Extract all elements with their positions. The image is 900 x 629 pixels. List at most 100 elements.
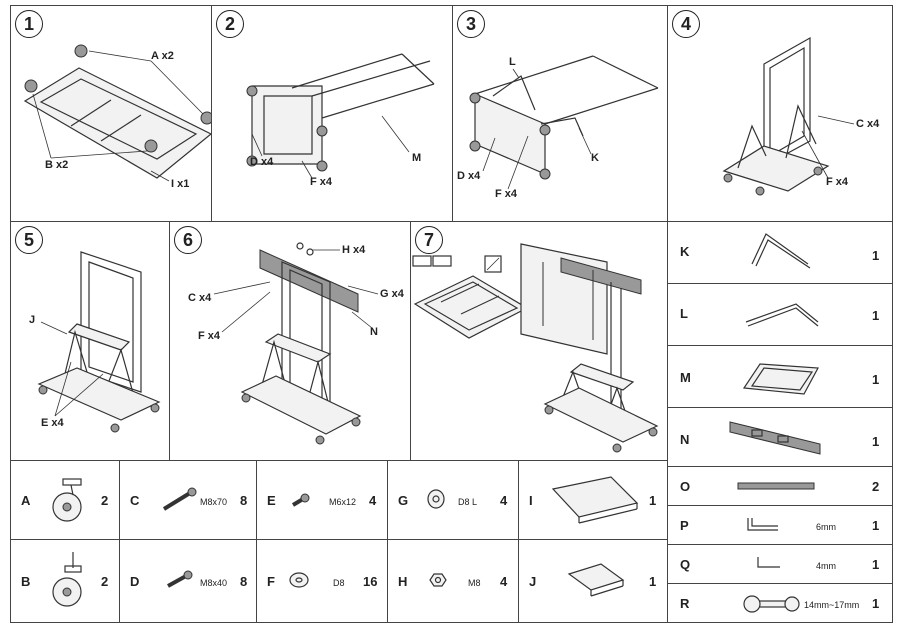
step-6-drawing <box>213 242 379 445</box>
step-2-number: 2 <box>216 10 244 38</box>
step-7-number: 7 <box>415 226 443 254</box>
part-j-qty: 1 <box>649 574 657 589</box>
step-3-callout-k: K <box>591 152 599 164</box>
part-k-qty: 1 <box>872 248 880 263</box>
part-e-size: M6x12 <box>329 497 357 507</box>
part-q-drawing <box>757 557 780 568</box>
step-5-callout-e: E x4 <box>41 417 64 429</box>
step-1-callout-b: B x2 <box>45 159 69 171</box>
part-f-size: D8 <box>333 578 345 588</box>
part-e-drawing <box>291 493 310 507</box>
part-row-l: L 1 <box>667 283 893 346</box>
part-f-drawing <box>289 572 309 588</box>
step-3-callout-f: F x4 <box>495 188 518 200</box>
part-m-qty: 1 <box>872 372 880 387</box>
part-r-size: 14mm~17mm <box>804 600 860 610</box>
part-cell-g: G D8 L 4 <box>387 460 519 540</box>
part-p-letter: P <box>680 518 689 533</box>
part-c-size: M8x70 <box>200 497 228 507</box>
part-l-drawing <box>745 303 819 327</box>
part-i-drawing <box>551 476 639 524</box>
part-j-drawing <box>567 563 625 597</box>
part-row-m: M 1 <box>667 345 893 408</box>
part-h-qty: 4 <box>500 574 508 589</box>
part-h-drawing <box>429 573 447 587</box>
part-cell-f: F D8 16 <box>256 539 388 623</box>
part-p-qty: 1 <box>872 518 880 533</box>
part-o-qty: 2 <box>872 479 880 494</box>
step-1-callout-a: A x2 <box>151 50 174 62</box>
part-row-q: Q 4mm 1 <box>667 544 893 584</box>
part-cell-i: I 1 <box>518 460 668 540</box>
part-c-drawing <box>162 487 197 511</box>
part-row-p: P 6mm 1 <box>667 505 893 545</box>
part-g-drawing <box>427 489 445 509</box>
part-b-letter: B <box>21 574 31 589</box>
step-7-panel: 7 <box>410 221 668 461</box>
step-1-number: 1 <box>15 10 43 38</box>
step-6-callout-g: G x4 <box>380 288 404 300</box>
step-6-callout-c: C x4 <box>188 292 212 304</box>
step-2-callout-d: D x4 <box>250 156 274 168</box>
step-2-callout-m: M <box>412 152 422 164</box>
part-l-letter: L <box>680 306 688 321</box>
step-1-panel: 1 A x2 B x2 I x1 <box>10 5 214 222</box>
part-e-qty: 4 <box>369 493 377 508</box>
part-f-qty: 16 <box>363 574 378 589</box>
step-4-number: 4 <box>672 10 700 38</box>
part-row-n: N 1 <box>667 407 893 467</box>
step-5-panel: 5 J E x4 <box>10 221 170 461</box>
step-7-drawing <box>412 243 659 453</box>
part-g-qty: 4 <box>500 493 508 508</box>
part-j-letter: J <box>529 574 537 589</box>
part-cell-h: H M8 4 <box>387 539 519 623</box>
part-f-letter: F <box>267 574 275 589</box>
step-3-drawing <box>469 55 659 190</box>
part-l-qty: 1 <box>872 308 880 323</box>
part-row-k: K 1 <box>667 221 893 284</box>
step-6-panel: 6 H x4 G x4 C x4 F x4 N <box>169 221 411 461</box>
part-c-letter: C <box>130 493 140 508</box>
part-cell-b: B 2 <box>10 539 120 623</box>
part-m-letter: M <box>680 370 691 385</box>
step-3-callout-l: L <box>509 56 516 68</box>
step-4-panel: 4 C x4 F x4 <box>667 5 893 222</box>
part-d-size: M8x40 <box>200 578 228 588</box>
part-k-drawing <box>751 233 811 269</box>
part-a-letter: A <box>21 493 31 508</box>
part-d-letter: D <box>130 574 140 589</box>
part-r-letter: R <box>680 596 690 611</box>
part-d-drawing <box>167 570 193 588</box>
step-2-panel: 2 D x4 F x4 M <box>211 5 453 222</box>
part-q-size: 4mm <box>816 561 836 571</box>
step-1-drawing <box>23 44 214 182</box>
step-2-callout-f: F x4 <box>310 176 333 188</box>
part-h-letter: H <box>398 574 408 589</box>
step-3-panel: 3 L K D x4 F x4 <box>452 5 668 222</box>
part-a-qty: 2 <box>101 493 109 508</box>
step-3-callout-d: D x4 <box>457 170 481 182</box>
part-c-qty: 8 <box>240 493 248 508</box>
part-row-o: O 2 <box>667 466 893 506</box>
step-5-callout-j: J <box>29 314 36 326</box>
part-n-drawing <box>729 421 821 455</box>
step-5-drawing <box>37 251 161 433</box>
step-2-drawing <box>246 53 435 179</box>
part-e-letter: E <box>267 493 276 508</box>
part-h-size: M8 <box>468 578 481 588</box>
part-cell-a: A 2 <box>10 460 120 540</box>
part-o-letter: O <box>680 479 691 494</box>
part-m-drawing <box>742 363 819 395</box>
part-r-drawing <box>743 595 800 613</box>
part-i-letter: I <box>529 493 533 508</box>
part-o-drawing <box>737 482 815 490</box>
part-g-size: D8 L <box>458 497 478 507</box>
step-1-callout-i: I x1 <box>171 178 190 190</box>
part-n-qty: 1 <box>872 434 880 449</box>
part-p-drawing <box>747 518 778 531</box>
part-row-r: R 14mm~17mm 1 <box>667 583 893 623</box>
part-b-drawing <box>52 552 82 607</box>
step-4-drawing <box>722 36 855 196</box>
part-cell-d: D M8x40 8 <box>119 539 257 623</box>
